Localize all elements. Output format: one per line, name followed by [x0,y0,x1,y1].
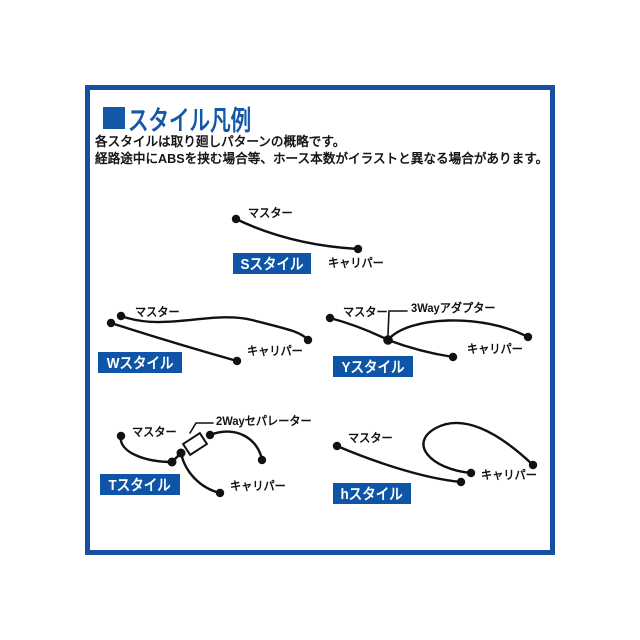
w-style-badge: Wスタイル [98,352,182,373]
s-master-label: マスター [248,206,293,220]
w-master-fitting-dot-2 [106,318,116,328]
description-line-2: 経路途中にABSを挟む場合等、ホース本数がイラストと異なる場合があります。 [95,151,549,166]
y-style-hose-master [328,316,390,342]
blue-square-bullet-icon [103,107,125,129]
s-style-badge: Sスタイル [233,253,311,274]
t-junction-dot-lower [167,457,177,467]
w-master-fitting-dot-1 [116,311,126,321]
s-master-fitting-dot [231,214,241,224]
h-style-hose-loop [422,421,535,475]
t-style-badge-label: Tスタイル [108,477,172,494]
y-adapter-label: 3Wayアダプター [411,301,496,315]
t-caliper-fitting-dot [215,488,225,498]
s-style-hose [234,217,360,251]
s-style-badge-label: Sスタイル [240,256,304,273]
page-title: スタイル凡例 [128,106,252,136]
two-way-separator-shape [181,431,209,457]
y-style-badge-label: Yスタイル [341,359,405,376]
w-end-fitting-dot [303,335,313,345]
h-style-badge: hスタイル [333,483,411,504]
y-master-label: マスター [343,305,388,319]
t-master-fitting-dot [116,431,126,441]
s-caliper-fitting-dot [353,244,363,254]
w-style-hose-lower [109,321,239,363]
h-caliper-label: キャリパー [481,468,537,482]
w-caliper-fitting-dot [232,356,242,366]
t-style-hose-master [119,434,174,464]
style-legend-panel: スタイル凡例 各スタイルは取り廻しパターンの概略です。 経路途中にABSを挟む場… [85,85,555,555]
t-caliper-label: キャリパー [230,479,286,493]
h-master-label: マスター [348,431,393,445]
h-style-hose-master [335,444,463,484]
h-master-fitting-dot [332,441,342,451]
w-master-label: マスター [135,305,180,319]
t-style-hose-caliper [179,451,222,495]
t-separator-outlet-dot [205,430,215,440]
y-caliper-label: キャリパー [467,342,523,356]
t-style-hose-branch [208,430,264,462]
t-separator-label: 2Wayセパレーター [216,414,312,428]
y-adapter-junction-dot [383,335,393,345]
t-master-label: マスター [132,425,177,439]
t-separator-inlet-dot [176,448,186,458]
h-end-fitting-dot [528,460,538,470]
y-style-hose-branch-upper [386,319,530,342]
t-style-badge: Tスタイル [100,474,180,495]
y-caliper-fitting-dot [448,352,458,362]
hose-routing-diagrams [106,214,538,498]
t-end-fitting-dot [257,455,267,465]
y-style-hose-branch-lower [386,338,455,359]
w-style-badge-label: Wスタイル [106,355,174,372]
h-caliper-fitting-dot-2 [466,468,476,478]
w-style-hose-upper [119,314,310,342]
t-separator-leader-line [189,422,214,434]
y-adapter-leader-line [387,310,408,336]
s-caliper-label: キャリパー [328,256,384,270]
y-master-fitting-dot [325,313,335,323]
y-end-fitting-dot [523,332,533,342]
w-caliper-label: キャリパー [247,344,303,358]
description-line-1: 各スタイルは取り廻しパターンの概略です。 [95,134,346,149]
y-style-badge: Yスタイル [333,356,413,377]
h-style-badge-label: hスタイル [340,486,404,503]
h-caliper-fitting-dot-1 [456,477,466,487]
